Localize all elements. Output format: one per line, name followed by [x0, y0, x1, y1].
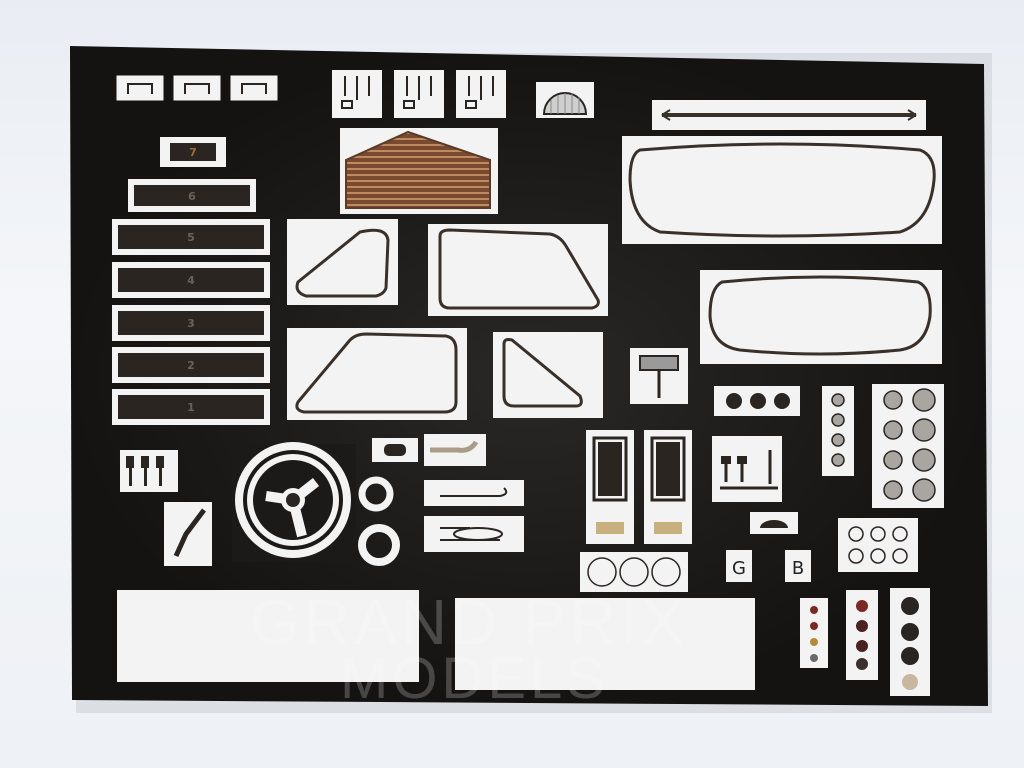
numbered-frames: 5 4 3 2 1	[112, 219, 270, 425]
tag-7: 7	[189, 146, 197, 159]
handle-part-bottom	[424, 516, 524, 552]
small-brackets	[116, 75, 278, 101]
tag-3: 3	[187, 317, 195, 330]
tag-5: 5	[187, 231, 195, 244]
handle-part-top	[424, 480, 524, 506]
b-tag	[785, 550, 811, 582]
windshield-frame	[622, 136, 942, 244]
ring-small	[358, 476, 394, 512]
tag-4: 4	[187, 274, 195, 287]
b-label: B	[792, 558, 804, 579]
blank-panel-right	[455, 598, 755, 690]
circle-grid	[838, 518, 918, 572]
blank-panel-left	[117, 590, 419, 682]
tag-2: 2	[187, 359, 195, 372]
lever-parts	[332, 70, 506, 118]
pedal-frames	[586, 430, 692, 544]
tag-1: 1	[187, 401, 195, 414]
tag-6: 6	[188, 190, 196, 203]
side-window-frames	[287, 219, 608, 420]
ring-large	[358, 524, 400, 566]
g-label: G	[732, 558, 746, 579]
g-tag	[726, 550, 752, 582]
steering-wheel	[232, 442, 356, 562]
